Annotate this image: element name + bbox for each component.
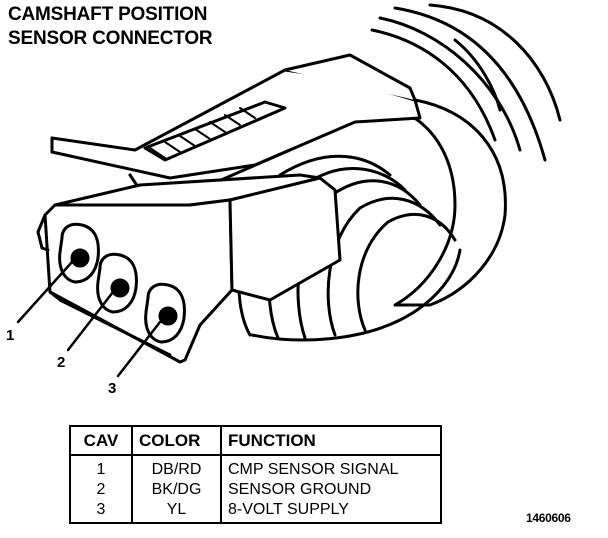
- seal-rib: [250, 248, 462, 342]
- title-line-1: CAMSHAFT POSITION: [8, 4, 208, 25]
- cell-cav: 1: [69, 455, 132, 480]
- wire-bundle: [370, 3, 562, 162]
- leader-lines: [16, 260, 162, 378]
- pin-label-3: 3: [108, 380, 117, 397]
- table-row: 2 BK/DG SENSOR GROUND: [69, 480, 442, 500]
- cell-cav: 3: [69, 500, 132, 524]
- cell-function: SENSOR GROUND: [220, 480, 442, 500]
- housing-notch: [36, 213, 50, 252]
- seal-rib: [356, 213, 457, 332]
- lock-tab: [50, 53, 422, 202]
- leader-line-1: [16, 260, 74, 324]
- header-function: FUNCTION: [220, 425, 442, 456]
- cavity-pin-1: [70, 248, 90, 268]
- pin-label-2: 2: [57, 354, 66, 371]
- title-line-2: SENSOR CONNECTOR: [8, 28, 213, 49]
- connector-boot: [393, 98, 507, 307]
- cavity-pin-3: [158, 306, 178, 326]
- cavities: [58, 222, 186, 344]
- table-header-row: CAV COLOR FUNCTION: [69, 425, 442, 456]
- cell-function: 8-VOLT SUPPLY: [220, 500, 442, 524]
- cell-color: YL: [131, 500, 221, 524]
- pin-label-1: 1: [6, 327, 15, 344]
- cell-color: DB/RD: [131, 455, 221, 480]
- wire: [428, 3, 562, 122]
- cell-color: BK/DG: [131, 480, 221, 500]
- header-cav: CAV: [69, 425, 132, 456]
- wire: [393, 6, 547, 162]
- wire: [453, 38, 502, 112]
- housing-side: [228, 176, 342, 302]
- lock-tab-slot: [143, 100, 287, 162]
- header-color: COLOR: [131, 425, 221, 456]
- figure-number: 1460606: [526, 511, 571, 525]
- seal-rib: [326, 196, 442, 337]
- connector-illustration: [16, 3, 562, 378]
- cell-cav: 2: [69, 480, 132, 500]
- leader-line-2: [66, 290, 115, 352]
- table-row: 3 YL 8-VOLT SUPPLY: [69, 500, 442, 524]
- table-row: 1 DB/RD CMP SENSOR SIGNAL: [69, 455, 442, 480]
- leader-line-3: [116, 320, 162, 378]
- lock-tab-ridges: [149, 107, 256, 159]
- pinout-table: CAV COLOR FUNCTION 1 DB/RD CMP SENSOR SI…: [69, 425, 442, 524]
- wire: [378, 16, 522, 152]
- housing-bottom-edge: [48, 290, 172, 357]
- diagram-title: CAMSHAFT POSITION SENSOR CONNECTOR: [8, 3, 213, 51]
- cell-function: CMP SENSOR SIGNAL: [220, 455, 442, 480]
- lock-tab-ramp: [283, 53, 417, 102]
- cavity-pin-2: [110, 278, 130, 298]
- cavity-1: [58, 222, 100, 284]
- wire: [370, 28, 497, 142]
